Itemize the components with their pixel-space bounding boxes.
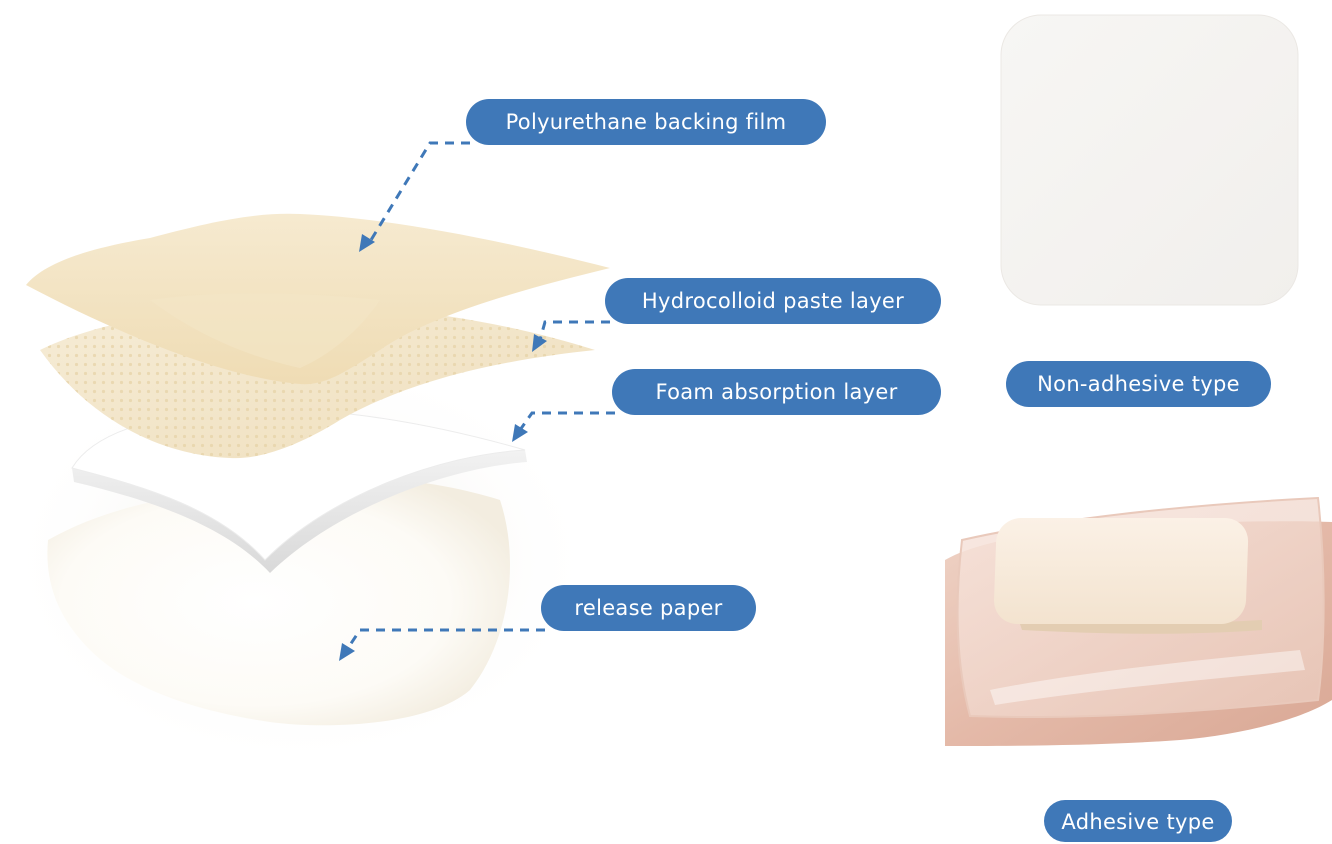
label-hydrocolloid-paste-layer: Hydrocolloid paste layer (605, 278, 941, 324)
layer-stack (0, 214, 610, 770)
label-foam-absorption-layer: Foam absorption layer (612, 369, 941, 415)
non-adhesive-pad (1001, 15, 1298, 305)
label-non-adhesive-type: Non-adhesive type (1006, 361, 1271, 407)
non-adhesive-product (1001, 15, 1298, 305)
label-release-paper: release paper (541, 585, 756, 631)
adhesive-product-photo (945, 494, 1332, 746)
adhesive-foam-pad (993, 518, 1249, 624)
label-adhesive-type: Adhesive type (1044, 800, 1232, 842)
leader-foam (520, 413, 615, 430)
label-polyurethane-backing-film: Polyurethane backing film (466, 99, 826, 145)
